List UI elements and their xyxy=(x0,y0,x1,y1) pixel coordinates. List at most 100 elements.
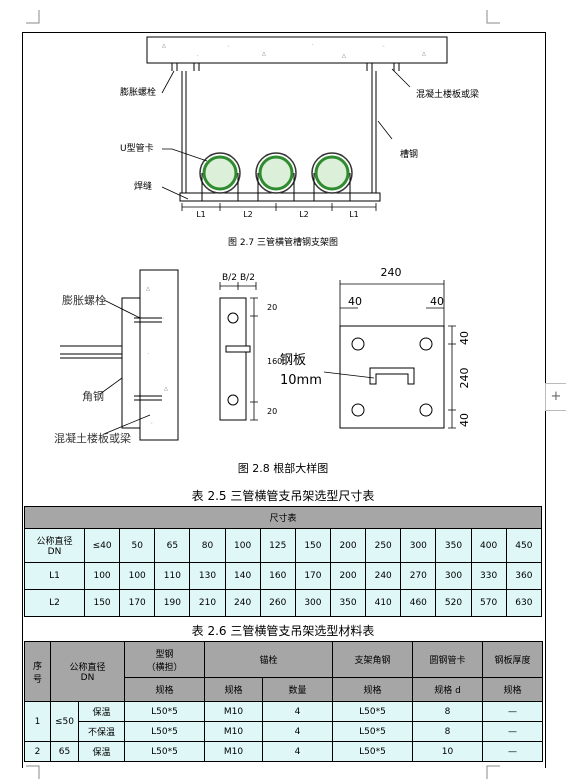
row1-qty: 4 xyxy=(262,701,334,722)
pipes xyxy=(199,152,353,194)
fig27-caption: 图 2.7 三管横管槽钢支架图 xyxy=(228,236,338,248)
table25-cell: 300 xyxy=(435,562,472,590)
table26-caption: 表 2.6 三管横管支吊架选型材料表 xyxy=(191,624,375,638)
label-weld: 焊缝 xyxy=(134,180,152,192)
table25-cell: 360 xyxy=(505,562,543,590)
dim-160: 160 xyxy=(267,357,282,366)
row3-angle: L50*5 xyxy=(332,741,414,762)
sub-spec-plate: 规格 xyxy=(482,677,544,702)
table25-cell: 250 xyxy=(365,528,402,563)
col-clamp: 圆钢管卡 xyxy=(412,641,484,678)
dim-40-right: 40 xyxy=(430,295,444,308)
dim-b2-left: B/2 xyxy=(222,273,237,283)
table25-caption: 表 2.5 三管横管支吊架选型尺寸表 xyxy=(191,489,375,503)
table25-cell: 100 xyxy=(83,562,121,590)
table25-cell: 130 xyxy=(189,562,226,590)
row1-plate: — xyxy=(482,701,544,722)
dim-l2-left: L2 xyxy=(243,210,253,219)
label-channel-steel: 槽钢 xyxy=(400,148,418,160)
table25-cell: 330 xyxy=(470,562,507,590)
col-anchor: 锚栓 xyxy=(204,641,334,678)
row3-type: 保温 xyxy=(77,741,126,762)
row3-qty: 4 xyxy=(262,741,334,762)
col-profile: 型钢 （横担） xyxy=(124,641,206,678)
table25-cell: 410 xyxy=(365,589,402,617)
row1-clamp: 8 xyxy=(412,701,484,722)
row1-dn: ≤50 xyxy=(50,701,79,742)
label-steel-plate: 钢板 xyxy=(280,353,306,368)
dim-l1-left: L1 xyxy=(196,210,206,219)
sub-spec-anchor: 规格 xyxy=(204,677,264,702)
label-concrete-slab: 混凝土楼板或梁 xyxy=(416,88,479,100)
dim-l2-right: L2 xyxy=(299,210,309,219)
table25-cell: 200 xyxy=(329,528,367,563)
table25-cell: 125 xyxy=(259,528,296,563)
dim-20-bottom: 20 xyxy=(267,407,277,416)
col-seq: 序 号 xyxy=(24,641,51,702)
crop-mark-top-left xyxy=(26,10,40,24)
table25-cell: 460 xyxy=(400,589,437,617)
table25-cell: 140 xyxy=(224,562,261,590)
row2-plate: — xyxy=(482,721,544,742)
sub-spec-profile: 规格 xyxy=(124,677,206,702)
row3-plate: — xyxy=(482,741,544,762)
table25-cell: 160 xyxy=(259,562,296,590)
side-bolts xyxy=(134,317,162,401)
svg-text:◦: ◦ xyxy=(150,421,153,427)
row2-type: 不保温 xyxy=(77,721,126,742)
row1-profile: L50*5 xyxy=(124,701,206,722)
dim-b2-right: B/2 xyxy=(240,273,255,283)
figure-2-7-drawing: △·◦△ ·△◦△ L1 L2 L2 L1 膨胀螺栓 混凝土楼 xyxy=(120,36,479,248)
table25-cell: 50 xyxy=(119,528,156,563)
table25-cell: 240 xyxy=(365,562,402,590)
dim-40-bottom: 40 xyxy=(458,413,471,427)
anchor-bolts xyxy=(171,63,400,71)
crop-mark-top-right xyxy=(486,10,500,24)
table25-row-label: L2 xyxy=(24,589,85,617)
row1-seq: 1 xyxy=(24,701,51,742)
table25-cell: 80 xyxy=(189,528,226,563)
wall-section xyxy=(139,269,179,441)
table25-row-label: 公称直径 DN xyxy=(24,528,85,563)
dim-40-top: 40 xyxy=(458,331,471,345)
table25-cell: 200 xyxy=(329,562,367,590)
table25-cell: 170 xyxy=(294,562,331,590)
label-expansion-bolt-2: 膨胀螺栓 xyxy=(62,293,106,307)
table25-cell: 350 xyxy=(329,589,367,617)
svg-text:△: △ xyxy=(342,53,346,59)
table25-header: 尺寸表 xyxy=(24,506,542,529)
table25-cell: 300 xyxy=(294,589,331,617)
concrete-slab xyxy=(146,36,448,64)
sub-spec-clamp: 规格 d xyxy=(412,677,484,702)
sub-spec-angle: 规格 xyxy=(332,677,414,702)
row1-type: 保温 xyxy=(77,701,126,722)
col-dn: 公称直径 DN xyxy=(49,641,126,702)
sub-qty-anchor: 数量 xyxy=(262,677,334,702)
row2-anchor: M10 xyxy=(204,721,264,742)
dimension-line xyxy=(181,203,377,211)
table25-row-label: L1 xyxy=(24,562,85,590)
table25-cell: 260 xyxy=(259,589,296,617)
table25-cell: 350 xyxy=(435,528,472,563)
table25-cell: 190 xyxy=(154,589,191,617)
table25-cell: 210 xyxy=(189,589,226,617)
table25-cell: 300 xyxy=(400,528,437,563)
table25-cell: 100 xyxy=(224,528,261,563)
svg-text:◦: ◦ xyxy=(382,44,385,50)
figure-2-8-drawing: △◦·△◦ 膨胀螺栓 角钢 混凝土楼板或梁 B/2 B/2 20 160 20 … xyxy=(54,266,471,475)
expand-plus-icon[interactable]: + xyxy=(545,383,566,411)
angle-stub xyxy=(225,345,251,353)
svg-text:·: · xyxy=(197,53,199,59)
table25-cell: 150 xyxy=(83,589,121,617)
crop-mark-bottom-left xyxy=(26,765,40,779)
hanger-angles xyxy=(181,71,377,201)
dim-l1-right: L1 xyxy=(349,210,359,219)
dim-240-width: 240 xyxy=(381,266,402,279)
angle-profile xyxy=(369,367,415,385)
svg-text:△: △ xyxy=(162,43,166,49)
row1-anchor: M10 xyxy=(204,701,264,722)
col-angle: 支架角钢 xyxy=(332,641,414,678)
fig28-left-leaders xyxy=(99,299,151,435)
svg-text:◦: ◦ xyxy=(162,316,165,322)
dim-240-height: 240 xyxy=(458,368,471,389)
